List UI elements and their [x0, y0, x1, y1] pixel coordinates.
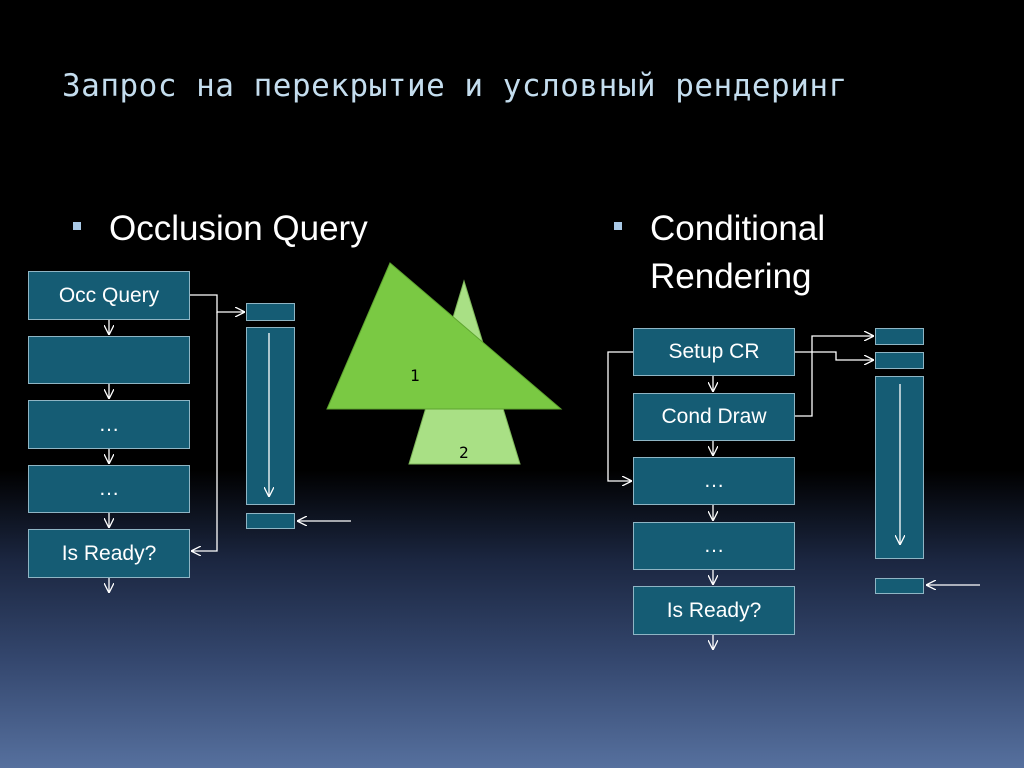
result-ready-slot	[246, 513, 295, 529]
bullet-text: Occlusion Query	[109, 209, 368, 248]
occluder-triangle	[326, 262, 563, 410]
bullet-marker	[73, 222, 81, 230]
block-ellipsis-1: …	[633, 457, 795, 505]
cond-draw-arrow	[795, 336, 874, 417]
block-ellipsis-2: …	[28, 465, 190, 513]
triangle-label-1: 1	[410, 366, 420, 385]
block-setup-cr: Setup CR	[633, 328, 795, 376]
block-is-ready: Is Ready?	[28, 529, 190, 578]
query-result-slot	[246, 303, 295, 321]
triangle-label-2: 2	[459, 443, 469, 462]
setup-arrow	[795, 351, 874, 360]
result-return-arrow	[191, 312, 218, 551]
slide-title: Запрос на перекрытие и условный рендерин…	[62, 68, 848, 104]
skip-arrow	[607, 351, 633, 481]
gpu-pipeline-bar	[246, 327, 295, 505]
block-occ-query: Occ Query	[28, 271, 190, 320]
block-empty	[28, 336, 190, 384]
result-ready-slot	[875, 578, 924, 594]
block-ellipsis-2: …	[633, 522, 795, 570]
block-cond-draw: Cond Draw	[633, 393, 795, 441]
block-is-ready: Is Ready?	[633, 586, 795, 635]
bullet-text-line1: Conditional	[650, 209, 826, 248]
bullet-text-line2: Rendering	[650, 257, 812, 296]
bullet-marker	[614, 222, 622, 230]
cr-slot-2	[875, 352, 924, 369]
query-issue-arrow	[190, 294, 245, 312]
cr-slot-1	[875, 328, 924, 345]
block-ellipsis-1: …	[28, 400, 190, 449]
